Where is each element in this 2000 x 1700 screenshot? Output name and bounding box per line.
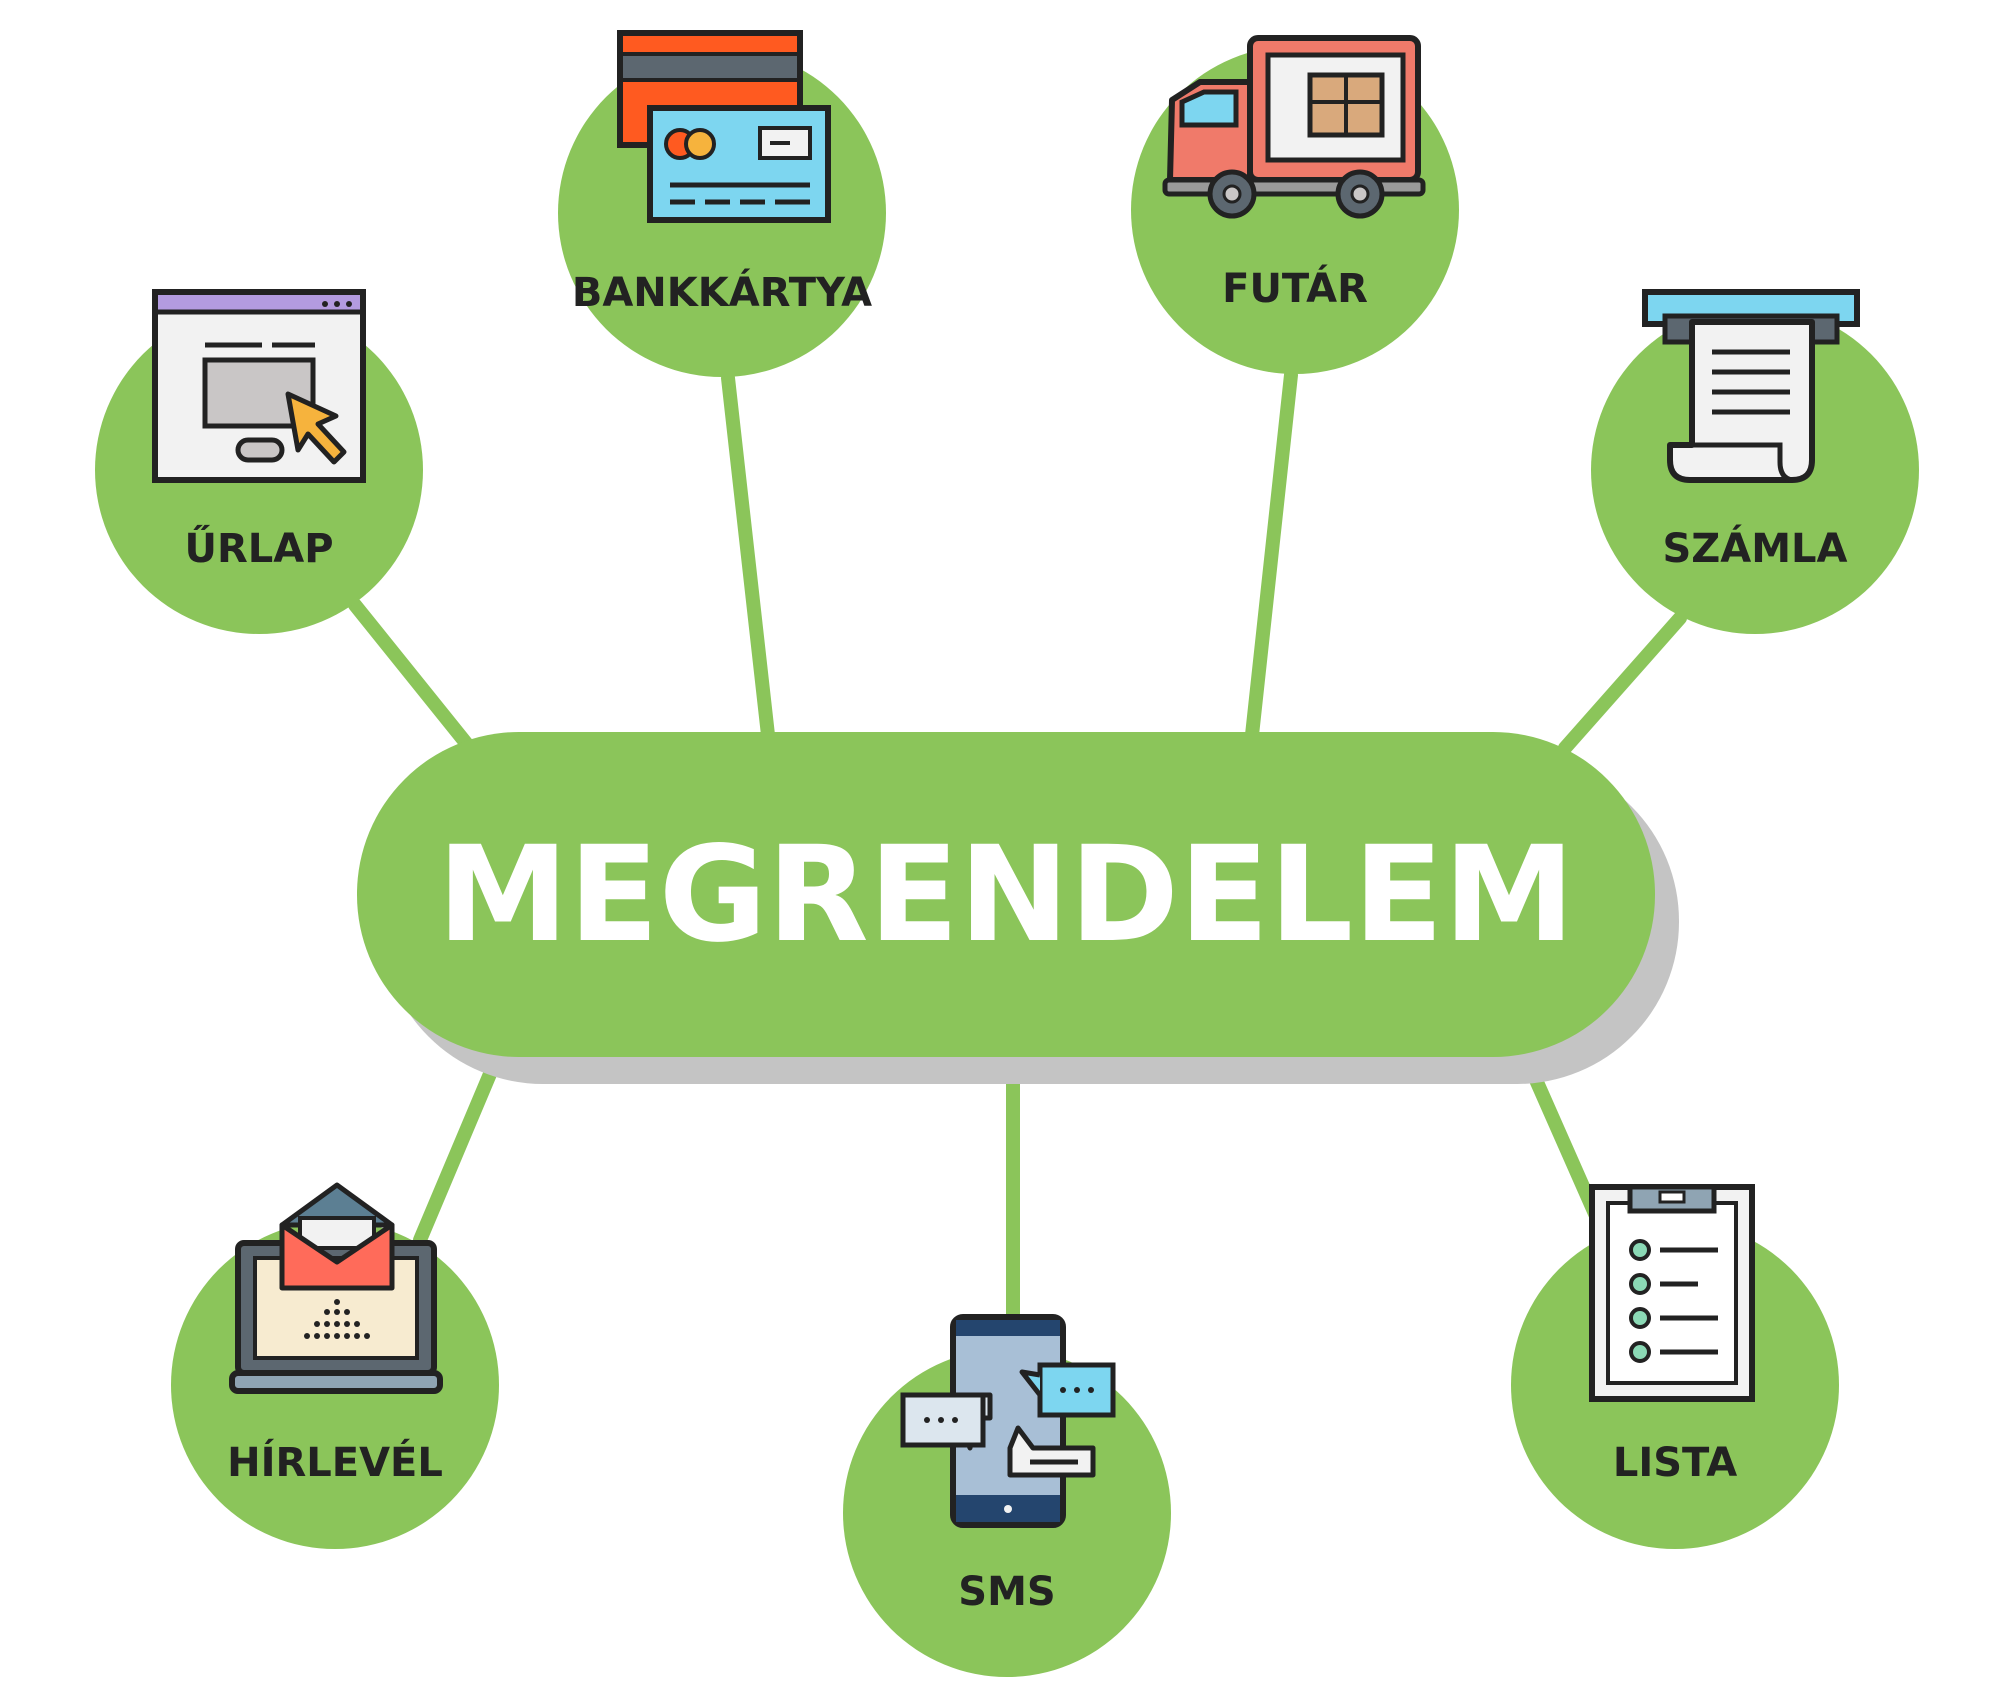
node-label: SMS bbox=[958, 1569, 1055, 1615]
node-urlap: ŰRLAP bbox=[95, 289, 423, 634]
connectors bbox=[348, 368, 1687, 1342]
connector-urlap bbox=[348, 598, 477, 755]
hub: MEGRENDELEM bbox=[357, 732, 1679, 1084]
bank-cards-icon bbox=[617, 30, 831, 223]
node-hirlevel: HÍRLEVÉL bbox=[171, 1182, 499, 1549]
connector-futar bbox=[1245, 368, 1298, 742]
receipt-icon bbox=[1642, 289, 1860, 483]
node-label: BANKKÁRTYA bbox=[572, 268, 872, 316]
node-sms: SMS bbox=[843, 1314, 1171, 1677]
web-form-cursor-icon bbox=[152, 289, 366, 483]
phone-chat-icon bbox=[900, 1314, 1116, 1528]
hub-label: MEGRENDELEM bbox=[437, 818, 1575, 972]
node-label: HÍRLEVÉL bbox=[227, 1438, 443, 1486]
connector-lista bbox=[1518, 1048, 1607, 1232]
clipboard-checklist-icon bbox=[1589, 1184, 1755, 1402]
node-szamla: SZÁMLA bbox=[1591, 289, 1919, 634]
delivery-truck-icon bbox=[1162, 35, 1426, 219]
hub-pill bbox=[357, 732, 1655, 1057]
connector-szamla bbox=[1558, 611, 1687, 755]
node-label: ŰRLAP bbox=[184, 523, 333, 572]
node-label: LISTA bbox=[1613, 1440, 1737, 1486]
node-label: FUTÁR bbox=[1222, 264, 1368, 312]
connector-hirlevel bbox=[413, 1048, 505, 1247]
laptop-email-icon bbox=[229, 1182, 443, 1394]
connector-bankkartya bbox=[721, 371, 775, 742]
node-lista: LISTA bbox=[1511, 1184, 1839, 1549]
node-futar: FUTÁR bbox=[1131, 35, 1459, 374]
node-bankkartya: BANKKÁRTYA bbox=[558, 30, 886, 377]
node-label: SZÁMLA bbox=[1662, 524, 1847, 572]
